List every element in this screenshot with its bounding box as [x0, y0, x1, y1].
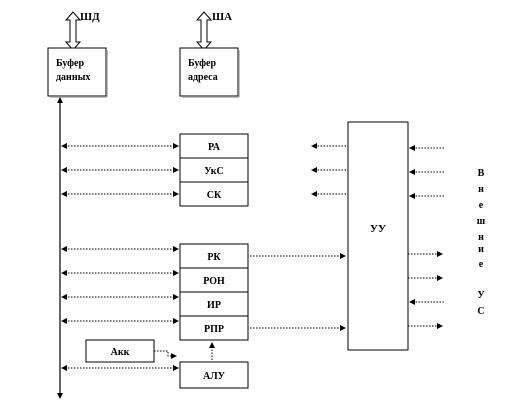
external-label-char: н	[478, 232, 484, 243]
register-ra: РА	[179, 133, 249, 159]
address-bus-arrow	[195, 11, 213, 51]
data-bus-label: ШД	[80, 11, 100, 23]
register-ir: ИР	[179, 291, 249, 317]
alu-input-links	[154, 342, 215, 360]
control-unit-block: УУ	[347, 121, 409, 351]
register-ron-label: РОН	[203, 276, 225, 287]
external-devices-label: В н е ш н и е У С	[477, 168, 486, 317]
data-bus-arrow	[64, 11, 82, 51]
external-label-char: У	[477, 290, 485, 301]
external-label-char: н	[478, 184, 484, 195]
register-rk-label: РК	[207, 252, 221, 263]
register-control-links	[250, 253, 346, 331]
external-label-char: ш	[477, 216, 486, 227]
register-rpr: РПР	[179, 315, 249, 341]
address-buffer-label-1: Буфер	[188, 58, 216, 69]
register-rk: РК	[179, 243, 249, 269]
data-buffer-label-2: данных	[56, 72, 90, 83]
register-sk: СК	[179, 181, 249, 207]
external-label-char: е	[479, 200, 484, 211]
accumulator-block: Акк	[85, 339, 155, 363]
external-label-char: В	[478, 168, 485, 179]
control-unit-label: УУ	[370, 223, 386, 235]
external-label-char: С	[477, 306, 484, 317]
external-label-char: и	[478, 244, 484, 255]
data-buffer-label-1: Буфер	[56, 58, 84, 69]
accumulator-label: Акк	[111, 347, 130, 358]
external-control-links	[408, 145, 444, 329]
control-unit-left-links	[311, 143, 346, 197]
register-ir-label: ИР	[207, 300, 221, 311]
alu-label: АЛУ	[203, 371, 226, 382]
address-buffer-block: Буфер адреса	[179, 47, 240, 98]
register-ukc-label: УкС	[204, 166, 224, 177]
data-buffer-block: Буфер данных	[47, 47, 108, 98]
address-bus-label: ША	[212, 11, 232, 23]
register-ukc: УкС	[179, 157, 249, 183]
register-ron: РОН	[179, 267, 249, 293]
external-label-char: е	[479, 259, 484, 270]
bus-register-links	[61, 143, 179, 371]
address-buffer-label-2: адреса	[188, 72, 218, 83]
register-sk-label: СК	[207, 190, 222, 201]
register-ra-label: РА	[208, 142, 221, 153]
register-rpr-label: РПР	[204, 324, 224, 335]
alu-block: АЛУ	[179, 361, 249, 389]
